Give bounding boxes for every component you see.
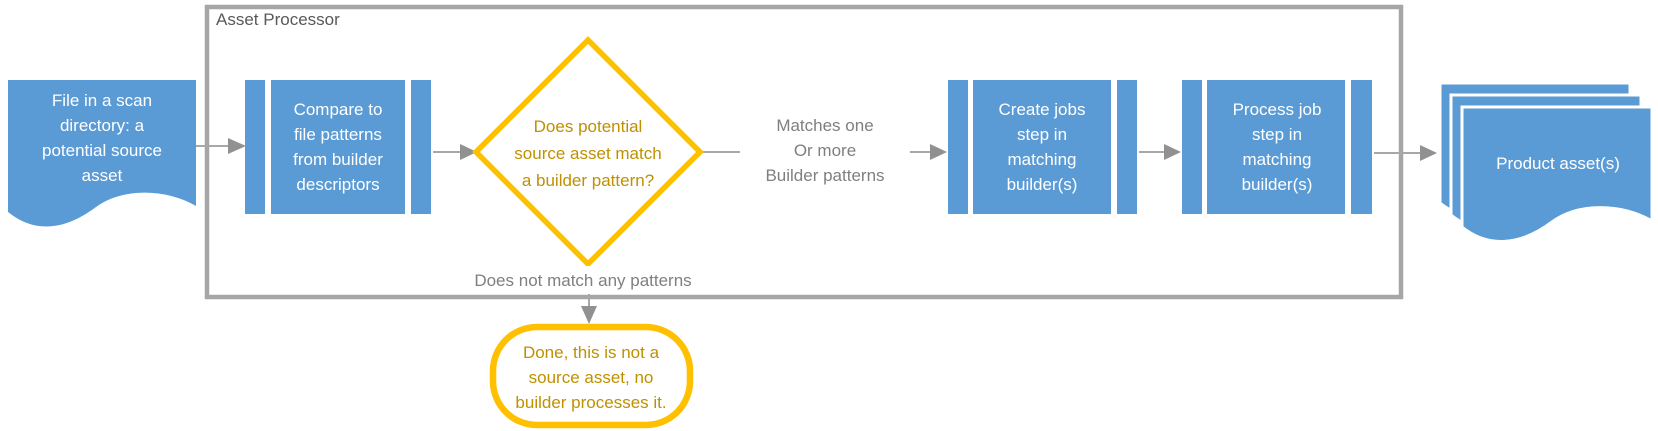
flow-arrowheads (228, 138, 1437, 324)
arrowhead-source-to-compare (228, 138, 246, 154)
source-file-document-shape (8, 80, 196, 227)
create-jobs-main-rect (973, 80, 1111, 214)
decision-diamond-shape (472, 36, 704, 268)
compare-main-rect (271, 80, 405, 214)
compare-left-bar (245, 80, 265, 214)
compare-right-bar (411, 80, 431, 214)
product-assets-stack (1438, 81, 1654, 243)
process-job-node-shape (1182, 80, 1372, 214)
process-job-main-rect (1207, 80, 1345, 214)
create-jobs-left-bar (948, 80, 968, 214)
create-jobs-node-shape (948, 80, 1137, 214)
arrowhead-decision-to-done (581, 306, 597, 324)
process-job-left-bar (1182, 80, 1202, 214)
process-job-right-bar (1351, 80, 1372, 214)
done-terminator-shape (489, 323, 694, 429)
create-jobs-right-bar (1117, 80, 1137, 214)
product-document-front (1460, 105, 1654, 243)
compare-node-shape (245, 80, 431, 214)
arrowhead-decision-to-createjobs (930, 144, 947, 160)
asset-processor-label: Asset Processor (216, 10, 340, 29)
arrowhead-createjobs-to-processjob (1164, 144, 1181, 160)
arrowhead-compare-to-decision (460, 144, 477, 160)
arrowhead-processjob-to-product (1420, 145, 1437, 161)
